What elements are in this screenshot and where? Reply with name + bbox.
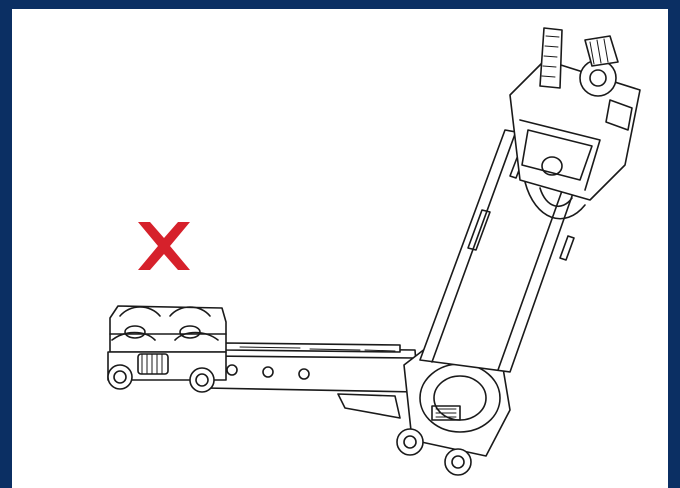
horizontal-arm xyxy=(204,342,419,419)
x-mark-icon xyxy=(138,222,190,270)
upper-clamp xyxy=(509,27,641,220)
hinge-block xyxy=(396,344,511,476)
left-clamp xyxy=(107,305,227,393)
